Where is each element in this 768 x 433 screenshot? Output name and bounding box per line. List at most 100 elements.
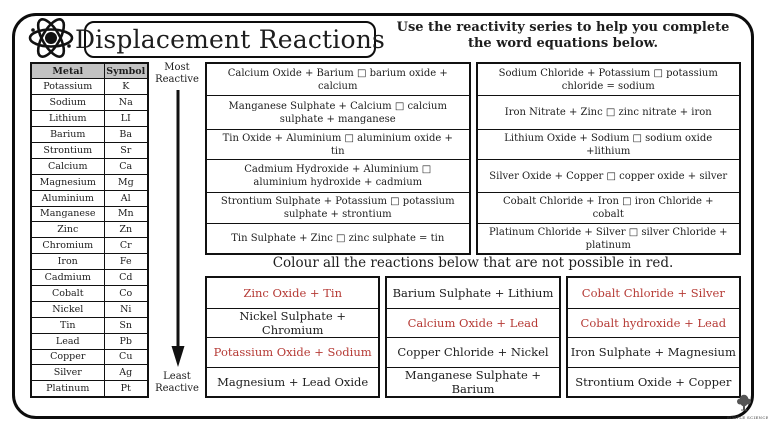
metal-symbol-cell: Ni [103,300,149,318]
equation-cell: Strontium Sulphate + Potassium □ potassi… [207,192,469,223]
metal-symbol-cell: Cr [103,237,149,255]
equation-cell: Cadmium Hydroxide + Aluminium □ aluminiu… [207,159,469,192]
metal-symbol-cell: Cd [103,269,149,286]
most-reactive-label: Most Reactive [155,62,199,85]
reaction-cell[interactable]: Cobalt hydroxide + Lead [567,307,739,338]
metal-name-cell: Barium [30,126,105,143]
tree-icon [737,394,751,411]
equation-cell: Lithium Oxide + Sodium □ sodium oxide +l… [477,129,739,159]
metal-name-cell: Calcium [30,157,105,175]
metal-symbol-cell: Ag [103,364,149,382]
equation-cell: Cobalt Chloride + Iron □ iron Chloride +… [477,192,739,223]
equation-cell: Calcium Oxide + Barium □ barium oxide + … [227,67,448,92]
reaction-cell[interactable]: Nickel Sulphate + Chromium [207,307,379,338]
metal-name-cell: Copper [30,348,105,366]
reaction-cell[interactable]: Barium Sulphate + Lithium [392,285,554,300]
reaction-cell[interactable]: Iron Sulphate + Magnesium [567,337,739,367]
equation-cell: Iron Nitrate + Zinc □ zinc nitrate + iro… [477,95,739,129]
metal-symbol-cell: Zn [103,221,149,239]
atom-icon [28,18,74,58]
metal-name-cell: Lithium [30,110,105,128]
metal-symbol-cell: K [103,78,149,96]
metal-symbol-cell: Cu [103,348,149,366]
brand-logo: SIMPLE SCIENCE [727,394,768,420]
metal-symbol-cell: Co [103,284,149,302]
equations-column-left: Calcium Oxide + Barium □ barium oxide + … [205,62,471,255]
metal-name-cell: Strontium [30,141,105,159]
metal-symbol-cell: Sn [103,316,149,334]
metal-symbol-cell: Pb [103,332,149,350]
reaction-cell[interactable]: Manganese Sulphate + Barium [387,366,559,397]
metal-symbol-cell: Mn [103,205,149,223]
metal-symbol-cell: Ba [103,126,149,143]
metal-name-cell: Manganese [30,205,105,223]
instructions-text: Use the reactivity series to help you co… [396,20,730,52]
metal-name-cell: Zinc [30,221,105,239]
metal-symbol-cell: Fe [103,253,149,271]
reaction-cell[interactable]: Calcium Oxide + Lead [387,307,559,338]
metal-name-cell: Magnesium [30,173,105,191]
metal-name-cell: Aluminium [30,189,105,207]
metal-name-cell: Tin [30,316,105,334]
metal-symbol-cell: Ca [103,157,149,175]
reaction-cell[interactable]: Strontium Oxide + Copper [567,366,739,397]
reaction-cell[interactable]: Cobalt Chloride + Silver [581,285,725,300]
word-equations-grid: Calcium Oxide + Barium □ barium oxide + … [205,62,741,255]
metal-name-cell: Potassium [30,78,105,96]
metal-name-cell: Platinum [30,380,105,398]
reactivity-arrow-down-icon [171,90,185,367]
reaction-cell[interactable]: Magnesium + Lead Oxide [207,366,379,397]
brand-caption: SIMPLE SCIENCE [727,415,768,420]
metal-name-cell: Silver [30,364,105,382]
metal-name-cell: Cobalt [30,284,105,302]
metal-name-cell: Cadmium [30,269,105,286]
table-header-row: Metal Symbol [30,62,149,80]
metal-symbol-cell: Al [103,189,149,207]
colour-task-instruction: Colour all the reactions below that are … [272,255,674,271]
least-reactive-label: Least Reactive [155,371,199,394]
metal-name-cell: Iron [30,253,105,271]
metal-symbol-cell: Pt [103,380,149,398]
reaction-cell[interactable]: Copper Chloride + Nickel [387,337,559,367]
symbol-column-header: Symbol [103,62,149,80]
metal-symbol-cell: Na [103,94,149,112]
equation-cell: Manganese Sulphate + Calcium □ calcium s… [207,95,469,129]
page-border [12,13,754,419]
reaction-cell[interactable]: Zinc Oxide + Tin [243,285,342,300]
metal-name-cell: Chromium [30,237,105,255]
equation-cell: Tin Sulphate + Zinc □ zinc sulphate = ti… [207,223,469,253]
equations-column-right: Sodium Chloride + Potassium □ potassium … [475,62,741,255]
equation-cell: Sodium Chloride + Potassium □ potassium … [498,67,718,92]
equation-cell: Platinum Chloride + Silver □ silver Chlo… [477,223,739,253]
metal-symbol-cell: LI [103,110,149,128]
metal-name-cell: Sodium [30,94,105,112]
reaction-cell[interactable]: Potassium Oxide + Sodium [207,337,379,367]
page-title: Displacement Reactions [75,21,385,58]
metal-column-header: Metal [30,62,105,80]
